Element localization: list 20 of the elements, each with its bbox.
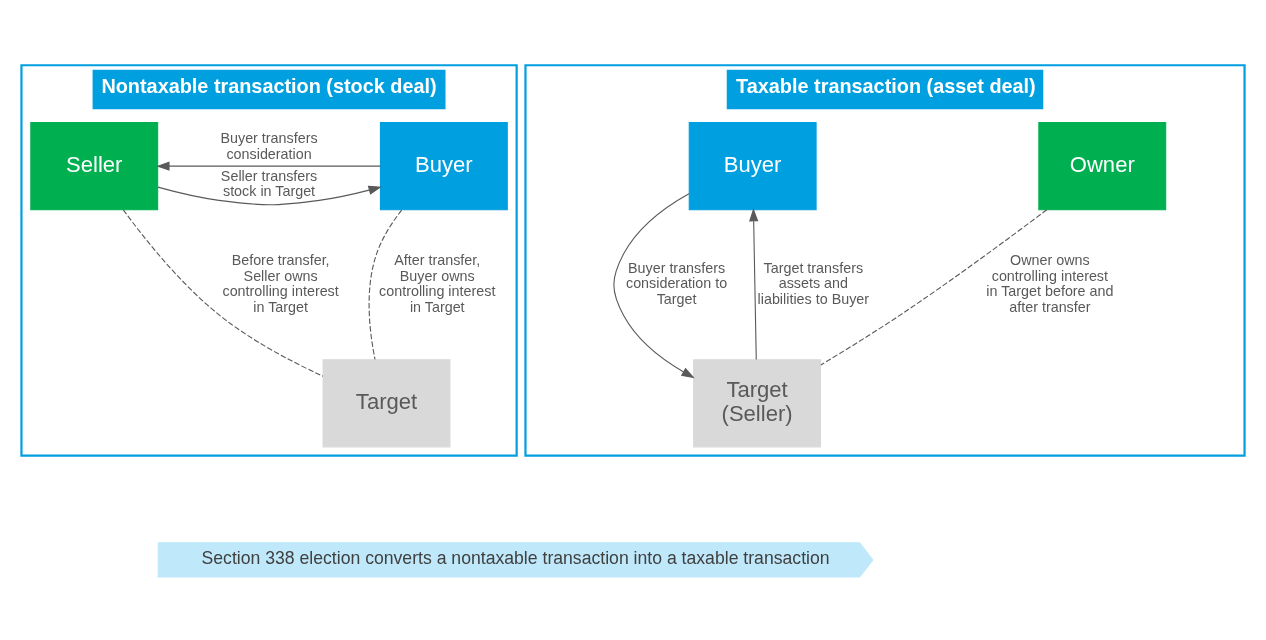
node-box: Target	[322, 359, 451, 448]
edge-label: Target transfers assets and liabilities to Buyer	[757, 260, 870, 307]
edge-label: Seller transfers stock in Target	[220, 167, 318, 200]
node-box: Buyer	[379, 122, 508, 211]
edge-label: Buyer transfers consideration	[220, 130, 318, 162]
connector	[122, 209, 324, 377]
arrow	[613, 193, 695, 379]
node-box: Buyer	[688, 122, 817, 211]
node-box: Seller	[30, 122, 159, 211]
connector	[820, 209, 1048, 366]
arrow	[157, 185, 382, 206]
edge-label: After transfer, Buyer owns controlling interest in Target	[379, 252, 496, 315]
edge-label: Buyer transfers consideration to Target	[625, 260, 728, 307]
arrow	[156, 161, 381, 171]
arrow	[749, 208, 759, 361]
node-box: Owner	[1038, 122, 1167, 211]
node-box: Target (Seller)	[693, 359, 822, 448]
edge-label: Owner owns controlling interest in Target before and after transfer	[986, 252, 1114, 315]
connector	[368, 209, 403, 360]
edge-label: Before transfer, Seller owns controlling interest in Target	[222, 252, 339, 315]
